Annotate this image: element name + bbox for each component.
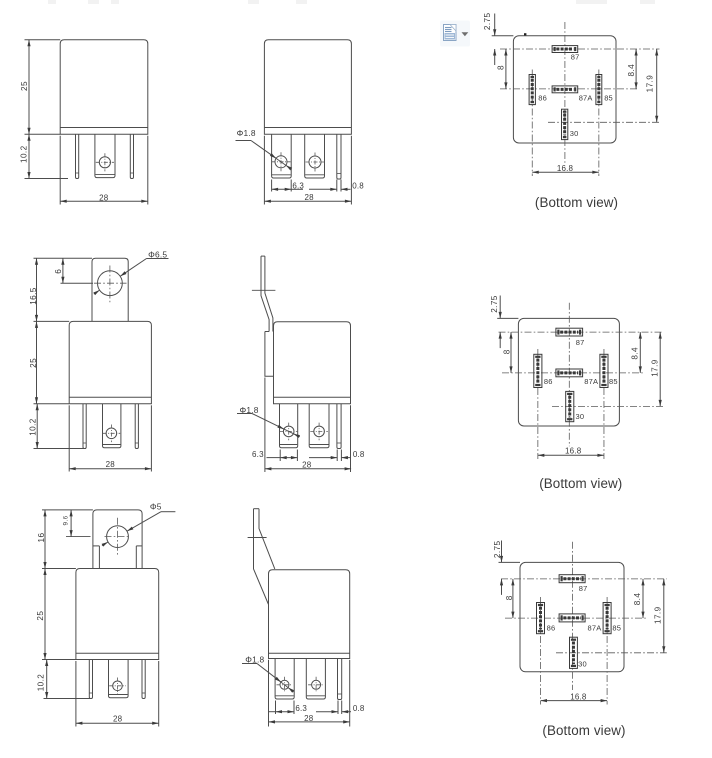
- svg-text:6.3: 6.3: [295, 704, 307, 713]
- svg-text:16.8: 16.8: [565, 447, 582, 456]
- svg-text:85: 85: [609, 377, 618, 386]
- svg-text:(Bottom view): (Bottom view): [539, 476, 622, 491]
- svg-text:Φ5: Φ5: [150, 502, 162, 512]
- svg-text:10.2: 10.2: [28, 418, 37, 436]
- svg-text:17.9: 17.9: [645, 75, 654, 93]
- svg-text:6.3: 6.3: [292, 181, 304, 190]
- svg-text:87: 87: [579, 584, 588, 593]
- svg-text:Φ6.5: Φ6.5: [148, 250, 167, 260]
- svg-text:86: 86: [544, 377, 553, 386]
- svg-text:28: 28: [302, 461, 312, 470]
- svg-text:30: 30: [578, 659, 587, 668]
- svg-text:10.2: 10.2: [20, 145, 29, 163]
- svg-text:86: 86: [547, 624, 556, 633]
- svg-text:8.4: 8.4: [627, 64, 636, 77]
- svg-text:30: 30: [570, 129, 579, 138]
- svg-text:28: 28: [106, 460, 116, 469]
- svg-text:28: 28: [99, 193, 109, 202]
- svg-text:(Bottom view): (Bottom view): [535, 195, 618, 210]
- svg-text:2.75: 2.75: [483, 12, 492, 30]
- svg-text:10.2: 10.2: [36, 674, 45, 692]
- svg-text:28: 28: [304, 714, 314, 723]
- svg-text:9.6: 9.6: [63, 515, 70, 525]
- svg-text:25: 25: [20, 81, 29, 91]
- svg-text:87A: 87A: [579, 93, 593, 102]
- svg-text:8: 8: [502, 349, 511, 354]
- svg-text:0.8: 0.8: [352, 181, 364, 190]
- svg-text:17.9: 17.9: [654, 606, 663, 624]
- svg-text:16.5: 16.5: [29, 287, 38, 305]
- svg-text:Φ1.8: Φ1.8: [239, 405, 258, 415]
- svg-text:2.75: 2.75: [490, 295, 499, 313]
- svg-text:6: 6: [54, 269, 63, 274]
- svg-text:16.8: 16.8: [570, 692, 587, 701]
- svg-text:8: 8: [496, 65, 505, 70]
- svg-text:28: 28: [305, 193, 315, 202]
- svg-text:0.8: 0.8: [353, 704, 365, 713]
- svg-text:87: 87: [576, 338, 585, 347]
- svg-text:87A: 87A: [584, 377, 598, 386]
- svg-text:16: 16: [37, 533, 46, 543]
- svg-text:25: 25: [29, 358, 38, 368]
- svg-text:8.4: 8.4: [631, 347, 640, 360]
- svg-text:8.4: 8.4: [633, 593, 642, 606]
- svg-text:16.8: 16.8: [557, 164, 574, 173]
- svg-text:85: 85: [612, 624, 621, 633]
- svg-text:8: 8: [505, 595, 514, 600]
- svg-text:30: 30: [576, 412, 585, 421]
- svg-text:(Bottom view): (Bottom view): [542, 723, 625, 738]
- svg-text:87A: 87A: [588, 624, 602, 633]
- svg-text:17.9: 17.9: [650, 359, 659, 377]
- svg-text:2.75: 2.75: [493, 540, 502, 558]
- svg-text:Φ1.8: Φ1.8: [245, 655, 264, 665]
- svg-text:28: 28: [113, 715, 123, 724]
- svg-text:85: 85: [604, 93, 613, 102]
- svg-text:6.3: 6.3: [252, 450, 264, 459]
- svg-text:87: 87: [571, 52, 580, 61]
- svg-text:86: 86: [538, 93, 547, 102]
- svg-text:25: 25: [36, 611, 45, 621]
- svg-text:Φ1.8: Φ1.8: [237, 128, 256, 138]
- svg-text:0.8: 0.8: [353, 450, 365, 459]
